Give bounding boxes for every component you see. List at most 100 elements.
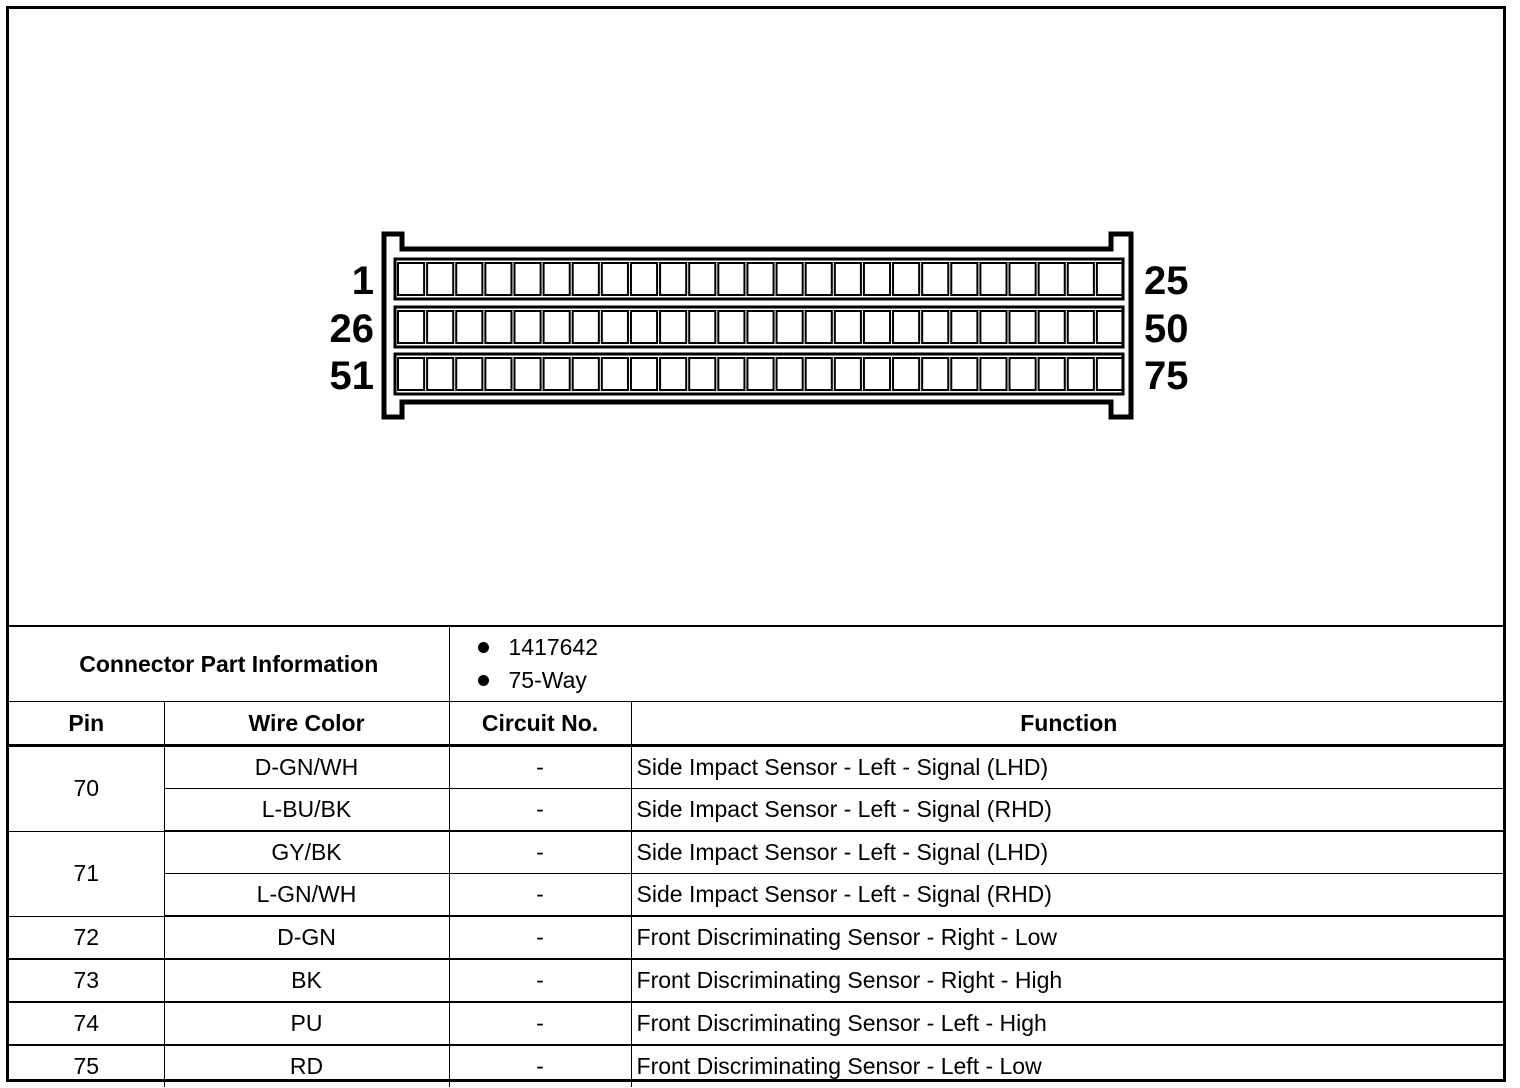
pin-cavity [892,262,921,296]
circuit-no-cell: - [448,745,632,789]
pin-cavity [921,262,950,296]
pin-cavity [426,262,455,296]
pin-cavity [397,310,426,344]
pin-cavity [1008,310,1037,344]
pin-cell: 70 [9,745,165,832]
pin-cavity [746,262,775,296]
pin-cavity [746,310,775,344]
function-cell: Front Discriminating Sensor - Right - Lo… [630,915,1507,960]
pin-cavity [542,357,571,391]
row-label-right-1: 25 [1144,259,1189,303]
pin-cavity [921,310,950,344]
pin-cavity [804,310,833,344]
pin-cavity [717,310,746,344]
pin-cavity [775,357,804,391]
pin-cavity [892,310,921,344]
function-cell: Side Impact Sensor - Left - Signal (RHD) [630,788,1507,832]
connector-ways: 75-Way [508,667,587,693]
pin-cavity [833,310,862,344]
pin-cavity [659,357,688,391]
function-cell: Side Impact Sensor - Left - Signal (LHD) [630,830,1507,874]
table-row: L-GN/WH-Side Impact Sensor - Left - Sign… [9,873,1507,917]
circuit-no-cell: - [448,873,632,917]
pin-cavity [659,262,688,296]
bullet-icon [477,675,489,686]
connector-info-table: Connector Part Information 1417642 75-Wa… [9,625,1507,1087]
pin-cavity [542,310,571,344]
function-cell: Front Discriminating Sensor - Left - Low [630,1044,1507,1087]
row-label-right-3: 75 [1144,354,1189,398]
header-circuit-no: Circuit No. [448,701,632,747]
pin-cavity [513,357,542,391]
circuit-no-cell: - [448,915,632,960]
wire-color-cell: L-BU/BK [164,788,450,832]
pin-cavity [397,262,426,296]
circuit-no-cell: - [448,958,632,1003]
pin-cavity [571,262,600,296]
wire-color-cell: GY/BK [163,830,450,874]
pin-cavity [571,310,600,344]
pin-cavity [688,357,717,391]
pin-cavity [1066,262,1095,296]
part-number: 1417642 [508,634,599,660]
function-cell: Side Impact Sensor - Left - Signal (RHD) [630,873,1507,917]
header-wire-color: Wire Color [163,701,450,747]
pin-cavity [862,357,892,391]
circuit-no-cell: - [448,1001,632,1046]
pin-cavity [921,357,950,391]
function-cell: Side Impact Sensor - Left - Signal (LHD) [630,745,1507,789]
connector-diagram: 1 26 51 25 50 75 [9,9,1503,625]
part-info-item: 1417642 [477,631,1507,664]
pin-cavity [484,357,513,391]
pin-cell: 74 [9,1001,165,1046]
page-frame: 1 26 51 25 50 75 Connector Part Informat… [6,6,1507,1087]
circuit-no-cell: - [448,1044,632,1087]
pin-cavity [1095,357,1125,391]
row-label-left-1: 1 [351,259,374,303]
pin-cavity [950,310,979,344]
pin-cavity [862,310,892,344]
pin-cavity [775,262,804,296]
pin-cavity [1008,357,1037,391]
pin-cavity [1037,262,1066,296]
bullet-icon [477,642,489,653]
header-function: Function [630,701,1507,747]
pin-cavity [484,310,513,344]
cavity-row-outline [393,305,1125,349]
connector-body [381,231,1134,420]
pin-cavity [862,262,892,296]
pin-cavity [775,310,804,344]
wire-color-cell: L-GN/WH [164,873,450,917]
pin-cavity [397,357,426,391]
pin-cavity [950,357,979,391]
function-cell: Front Discriminating Sensor - Right - Hi… [630,958,1507,1003]
pin-cavity [717,357,746,391]
cavity-row-outline [393,257,1125,301]
header-pin: Pin [9,701,165,747]
pin-cavity [659,310,688,344]
pin-cell: 73 [9,958,165,1003]
pin-cavity [833,262,862,296]
connector-face-svg [381,231,1134,420]
function-cell: Front Discriminating Sensor - Left - Hig… [630,1001,1507,1046]
pin-cavity [979,357,1008,391]
pin-cavity [688,310,717,344]
pin-cavity [426,310,455,344]
row-label-right-2: 50 [1144,307,1189,351]
pin-cavity [629,357,659,391]
part-info-item: 75-Way [477,664,1507,697]
pin-cavity [513,262,542,296]
pin-cavity [688,262,717,296]
pin-cavity [950,262,979,296]
pin-cavity [746,357,775,391]
wire-color-cell: D-GN [163,915,450,960]
pin-cavity [833,357,862,391]
pin-cavity [804,357,833,391]
pin-cavity [717,262,746,296]
circuit-no-cell: - [448,830,632,874]
wire-color-cell: RD [163,1044,450,1087]
pin-cavity [600,310,629,344]
